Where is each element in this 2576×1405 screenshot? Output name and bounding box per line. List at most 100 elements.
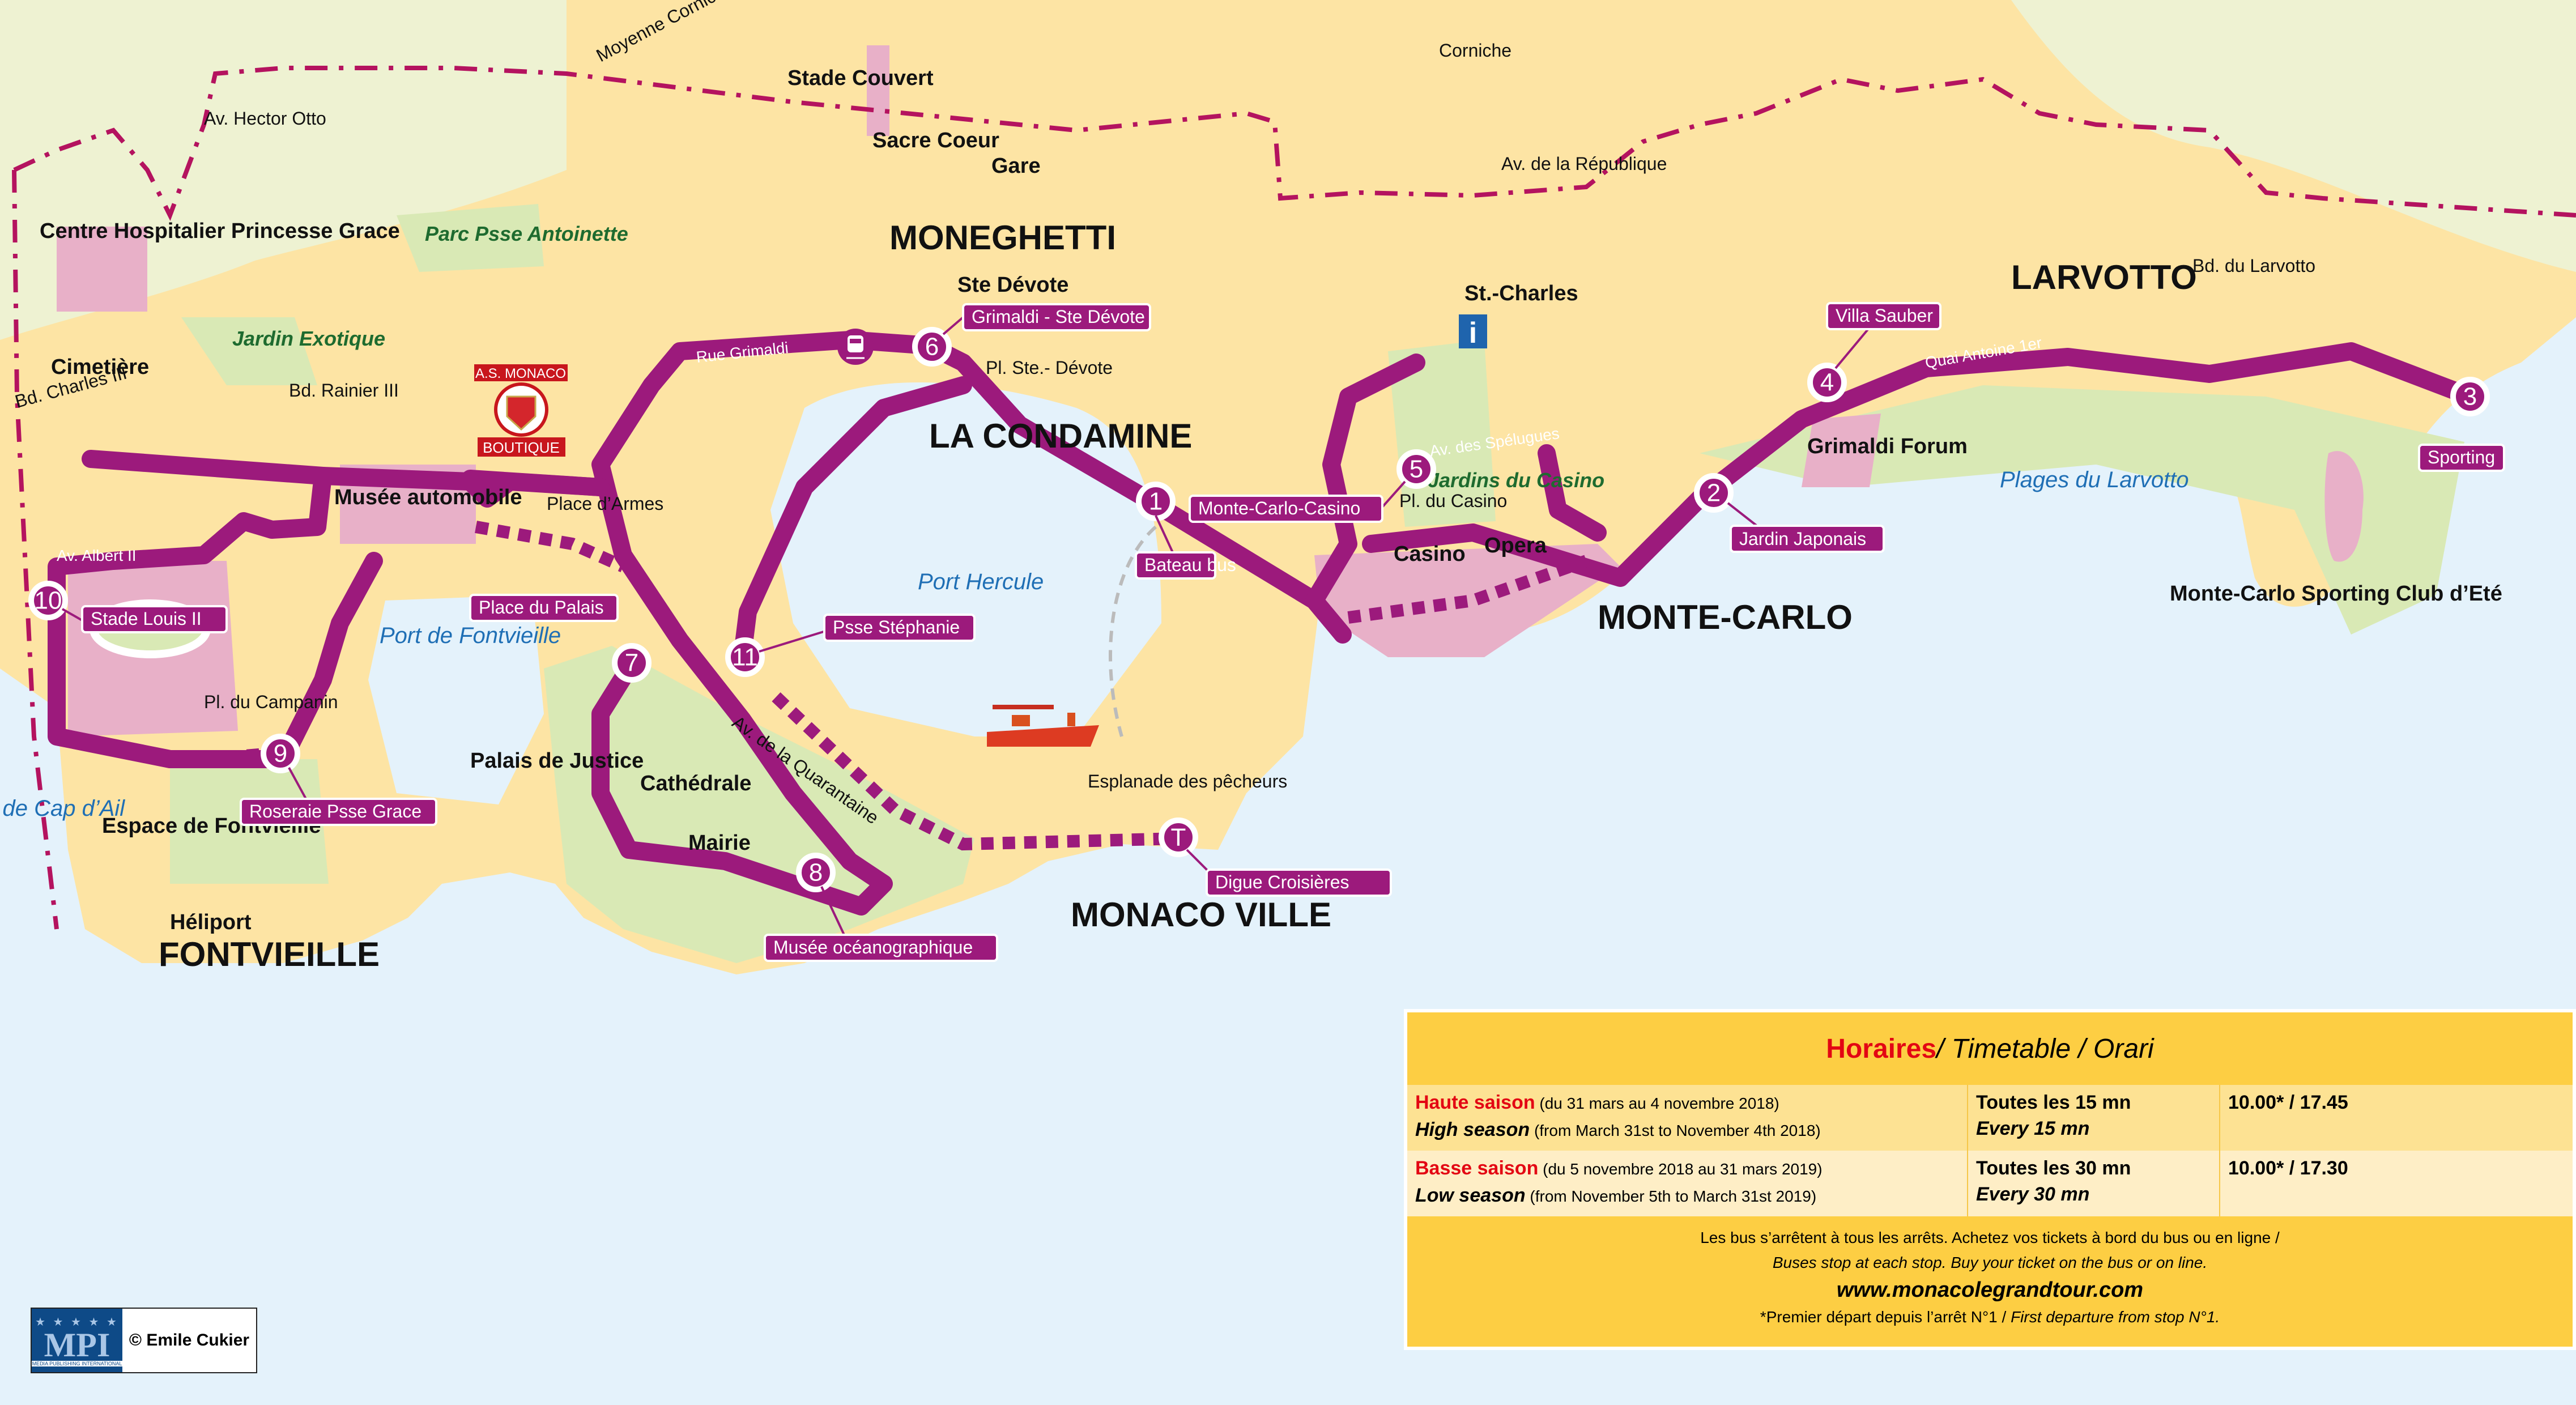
credit-box: ★ ★ ★ ★ ★ MPI MEDIA PUBLISHING INTERNATI… [31,1308,257,1373]
svg-text:Roseraie Psse Grace: Roseraie Psse Grace [249,801,421,821]
parc-antoinette [397,204,544,272]
stop-7[interactable]: 7 Place du Palais [469,594,652,683]
port-fontvieille-basin [368,595,544,804]
as-monaco-crest-icon [506,395,537,431]
label-parc-antoinette: Parc Psse Antoinette [425,222,628,245]
label-gare: Gare [991,154,1041,178]
svg-text:10: 10 [35,587,62,615]
svg-text:Monte-Carlo-Casino: Monte-Carlo-Casino [1198,498,1360,518]
label-jardin-exotique: Jardin Exotique [232,327,385,350]
svg-text:Psse Stéphanie: Psse Stéphanie [833,617,960,637]
border-line-west [12,169,59,930]
label-pl-casino: Pl. du Casino [1399,491,1507,511]
label-sacre-coeur: Sacre Coeur [872,129,999,152]
svg-text:Musée océanographique: Musée océanographique [773,937,973,957]
port-hercule-basin [770,382,1161,736]
sacre-coeur-block [867,45,889,136]
label-mairie: Mairie [688,831,751,855]
dates-en: (from November 5th to March 31st 2019) [1525,1187,1817,1205]
title-timetable-orari: / Timetable / Orari [1936,1033,2154,1064]
copyright-text: © Emile Cukier [129,1331,250,1349]
stop-10[interactable]: 10 Stade Louis II [28,581,228,633]
frequency-fr: Toutes les 15 mn [1976,1092,2131,1113]
stop-2[interactable]: 2 Jardin Japonais [1694,473,1885,553]
season-fr: Basse saison [1415,1157,1539,1179]
label-esplanade: Esplanade des pêcheurs [1088,771,1287,791]
label-hospital: Centre Hospitalier Princesse Grace [40,219,400,243]
stop-4[interactable]: 4 Villa Sauber [1807,302,1941,402]
street-corniche: Corniche [1439,40,1511,61]
bateau-bus-line [1109,525,1157,737]
tourist-info-icon: i [1459,314,1487,350]
street-bd-rainier-iii: Bd. Rainier III [289,380,399,401]
label-heliport: Héliport [170,910,252,934]
title-horaires: Horaires [1826,1033,1937,1064]
district-fontvieille: FONTVIEILLE [159,935,380,973]
district-monaco-ville: MONACO VILLE [1071,896,1331,934]
svg-text:1: 1 [1149,488,1163,516]
jardin-exotique-park [181,317,317,385]
stop-1[interactable]: 1 Bateau bus [1135,482,1236,580]
sporting-block [2324,451,2364,562]
street-av-castelans: Av. Albert II [57,547,137,564]
ferry-boat-icon [987,705,1099,747]
website-link[interactable]: www.monacolegrandtour.com [1836,1278,2144,1302]
stop-8[interactable]: 8 Musée océanographique [764,853,998,962]
svg-text:Place du Palais: Place du Palais [479,597,604,618]
street-av-republique: Av. de la République [1501,154,1667,174]
street-hector-otto: Av. Hector Otto [204,108,326,129]
label-sporting-club: Monte-Carlo Sporting Club d’Eté [2170,582,2502,606]
mpi-wordmark: MPI [44,1326,110,1364]
stop-5[interactable]: 5 Monte-Carlo-Casino [1189,449,1436,523]
frequency-en: Every 15 mn [1976,1118,2090,1139]
star-icons: ★ ★ ★ ★ ★ [35,1315,119,1329]
timetable-panel: Horaires / Timetable / Orari Haute saiso… [1404,1009,2576,1350]
svg-text:Villa Sauber: Villa Sauber [1836,305,1933,326]
bus-route-dotted [203,521,1589,851]
footnote-en: First departure from stop N°1. [2011,1308,2220,1326]
stop-6[interactable]: 6 Grimaldi - Ste Dévote [912,303,1151,367]
label-ste-devote: Ste Dévote [957,273,1068,297]
district-larvotto: LARVOTTO [2011,258,2197,296]
stop-11[interactable]: 11 Psse Stéphanie [725,614,976,677]
footnote-fr: *Premier départ depuis l’arrêt N°1 / [1760,1308,2011,1326]
svg-text:i: i [1469,317,1477,350]
svg-text:Digue Croisières: Digue Croisières [1215,872,1349,892]
svg-text:Grimaldi - Ste Dévote: Grimaldi - Ste Dévote [972,306,1145,327]
svg-text:8: 8 [809,859,823,887]
mpi-subtitle: MEDIA PUBLISHING INTERNATIONAL [32,1360,122,1366]
svg-text:Sporting: Sporting [2428,447,2495,467]
hospital-block [57,227,147,312]
svg-text:Bateau bus: Bateau bus [1144,555,1236,575]
timetable-row-low-season: Basse saison (du 5 novembre 2018 au 31 m… [1407,1151,2573,1216]
stop-9[interactable]: 9 Roseraie Psse Grace [240,734,437,826]
as-monaco-boutique-badge: A.S. MONACO BOUTIQUE [474,364,568,457]
street-bd-larvotto: Bd. du Larvotto [2192,256,2315,276]
stop-3[interactable]: 3 Sporting [2418,377,2505,472]
label-jardins-casino: Jardins du Casino [1428,469,1604,492]
svg-text:7: 7 [625,649,638,677]
label-musee-automobile: Musée automobile [334,486,522,509]
label-port-cap-ail: Port de Cap d’Ail [0,796,125,821]
rocher-green [544,646,974,963]
svg-text:BOUTIQUE: BOUTIQUE [483,439,560,456]
svg-text:Stade Louis II: Stade Louis II [91,608,202,629]
stop-t[interactable]: T Digue Croisières [1159,818,1392,897]
season-en: Low season [1415,1185,1526,1206]
label-grimaldi-forum: Grimaldi Forum [1807,435,1968,458]
larvotto-green [1700,385,2464,635]
timetable-footer: Les bus s’arrêtent à tous les arrêts. Ac… [1407,1216,2573,1347]
label-st-charles: St.-Charles [1464,282,1578,305]
bus-route [48,331,2479,916]
season-en: High season [1415,1119,1530,1140]
grimaldi-forum-block [1802,414,1881,487]
dates-fr: (du 31 mars au 4 novembre 2018) [1535,1095,1779,1112]
svg-text:Jardin Japonais: Jardin Japonais [1739,529,1866,549]
hillside-green-east [2011,0,2576,272]
hours: 10.00* / 17.30 [2228,1157,2348,1179]
label-opera: Opera [1484,534,1547,557]
svg-text:3: 3 [2463,383,2477,411]
note-fr: Les bus s’arrêtent à tous les arrêts. Ac… [1700,1229,2280,1246]
mpi-logo: ★ ★ ★ ★ ★ MPI MEDIA PUBLISHING INTERNATI… [32,1309,122,1372]
label-pl-campanin: Pl. du Campanin [204,692,338,712]
